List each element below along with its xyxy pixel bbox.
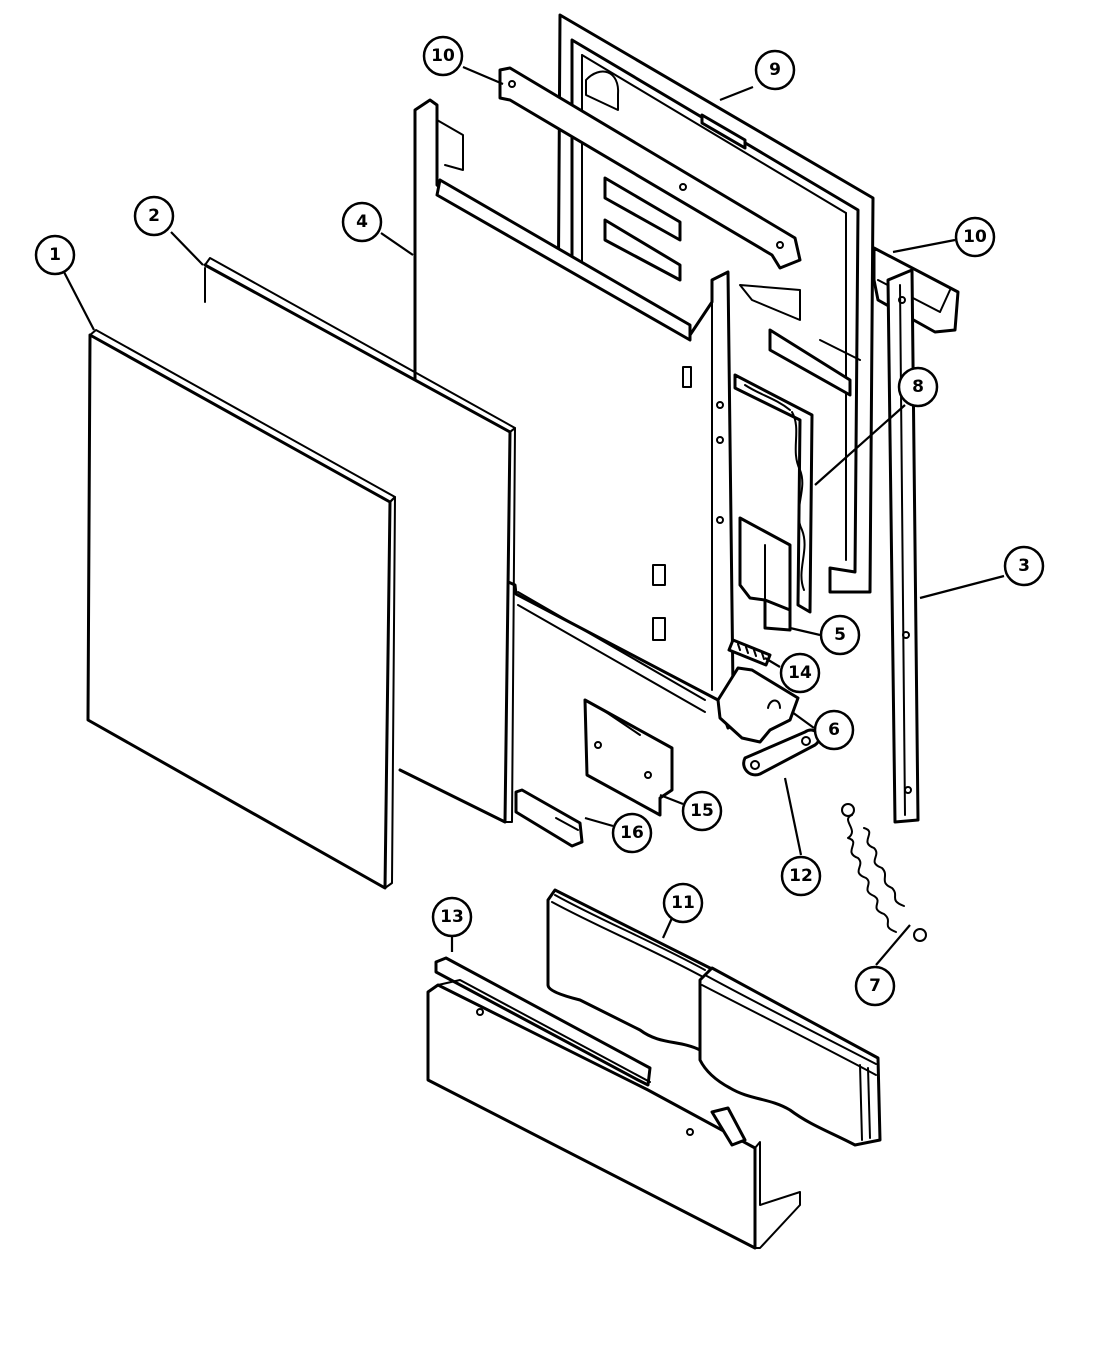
callout-13: 13 bbox=[431, 896, 473, 938]
part-16-clip bbox=[514, 788, 584, 848]
svg-text:2: 2 bbox=[148, 206, 160, 226]
part-3-side-strip bbox=[886, 268, 920, 824]
part-10-top-strip bbox=[498, 66, 802, 270]
part-1-front-panel bbox=[86, 329, 396, 890]
part-15-bracket bbox=[583, 698, 674, 817]
svg-text:13: 13 bbox=[440, 907, 464, 927]
svg-text:1: 1 bbox=[49, 245, 61, 265]
callout-10-top: 10 bbox=[422, 35, 464, 77]
part-5-latch bbox=[738, 516, 792, 632]
callout-6: 6 bbox=[813, 709, 855, 751]
part-11-insulation bbox=[546, 888, 882, 1147]
callout-9: 9 bbox=[754, 49, 796, 91]
svg-text:16: 16 bbox=[620, 823, 644, 843]
callout-15: 15 bbox=[681, 790, 723, 832]
part-14-spacer bbox=[727, 638, 772, 667]
leader-lines bbox=[63, 65, 1005, 966]
svg-text:7: 7 bbox=[869, 976, 881, 996]
callout-8: 8 bbox=[897, 366, 939, 408]
svg-text:15: 15 bbox=[690, 801, 714, 821]
svg-text:6: 6 bbox=[828, 720, 840, 740]
svg-text:10: 10 bbox=[963, 227, 987, 247]
part-7-spring bbox=[841, 803, 927, 942]
callout-1: 1 bbox=[34, 234, 76, 276]
callouts: 1 2 3 4 5 6 7 8 9 10 10 11 12 13 14 15 1… bbox=[34, 35, 1045, 1007]
svg-text:10: 10 bbox=[431, 46, 455, 66]
kick-plate bbox=[426, 979, 801, 1250]
callout-10-right: 10 bbox=[954, 216, 996, 258]
callout-14: 14 bbox=[779, 652, 821, 694]
part-10-right-bracket bbox=[872, 246, 960, 334]
svg-text:11: 11 bbox=[671, 893, 695, 913]
svg-text:8: 8 bbox=[912, 377, 924, 397]
callout-12: 12 bbox=[780, 855, 822, 897]
callout-7: 7 bbox=[854, 965, 896, 1007]
svg-text:12: 12 bbox=[789, 866, 813, 886]
part-12-link bbox=[742, 728, 821, 777]
callout-3: 3 bbox=[1003, 545, 1045, 587]
svg-text:3: 3 bbox=[1018, 556, 1030, 576]
part-6-hinge bbox=[716, 666, 800, 744]
svg-text:5: 5 bbox=[834, 625, 846, 645]
callout-11: 11 bbox=[662, 882, 704, 924]
part-8-gasket bbox=[733, 373, 814, 614]
callout-5: 5 bbox=[819, 614, 861, 656]
svg-text:9: 9 bbox=[769, 60, 781, 80]
callout-16: 16 bbox=[611, 812, 653, 854]
svg-text:4: 4 bbox=[356, 212, 368, 232]
svg-text:14: 14 bbox=[788, 663, 812, 683]
callout-4: 4 bbox=[341, 201, 383, 243]
callout-2: 2 bbox=[133, 195, 175, 237]
